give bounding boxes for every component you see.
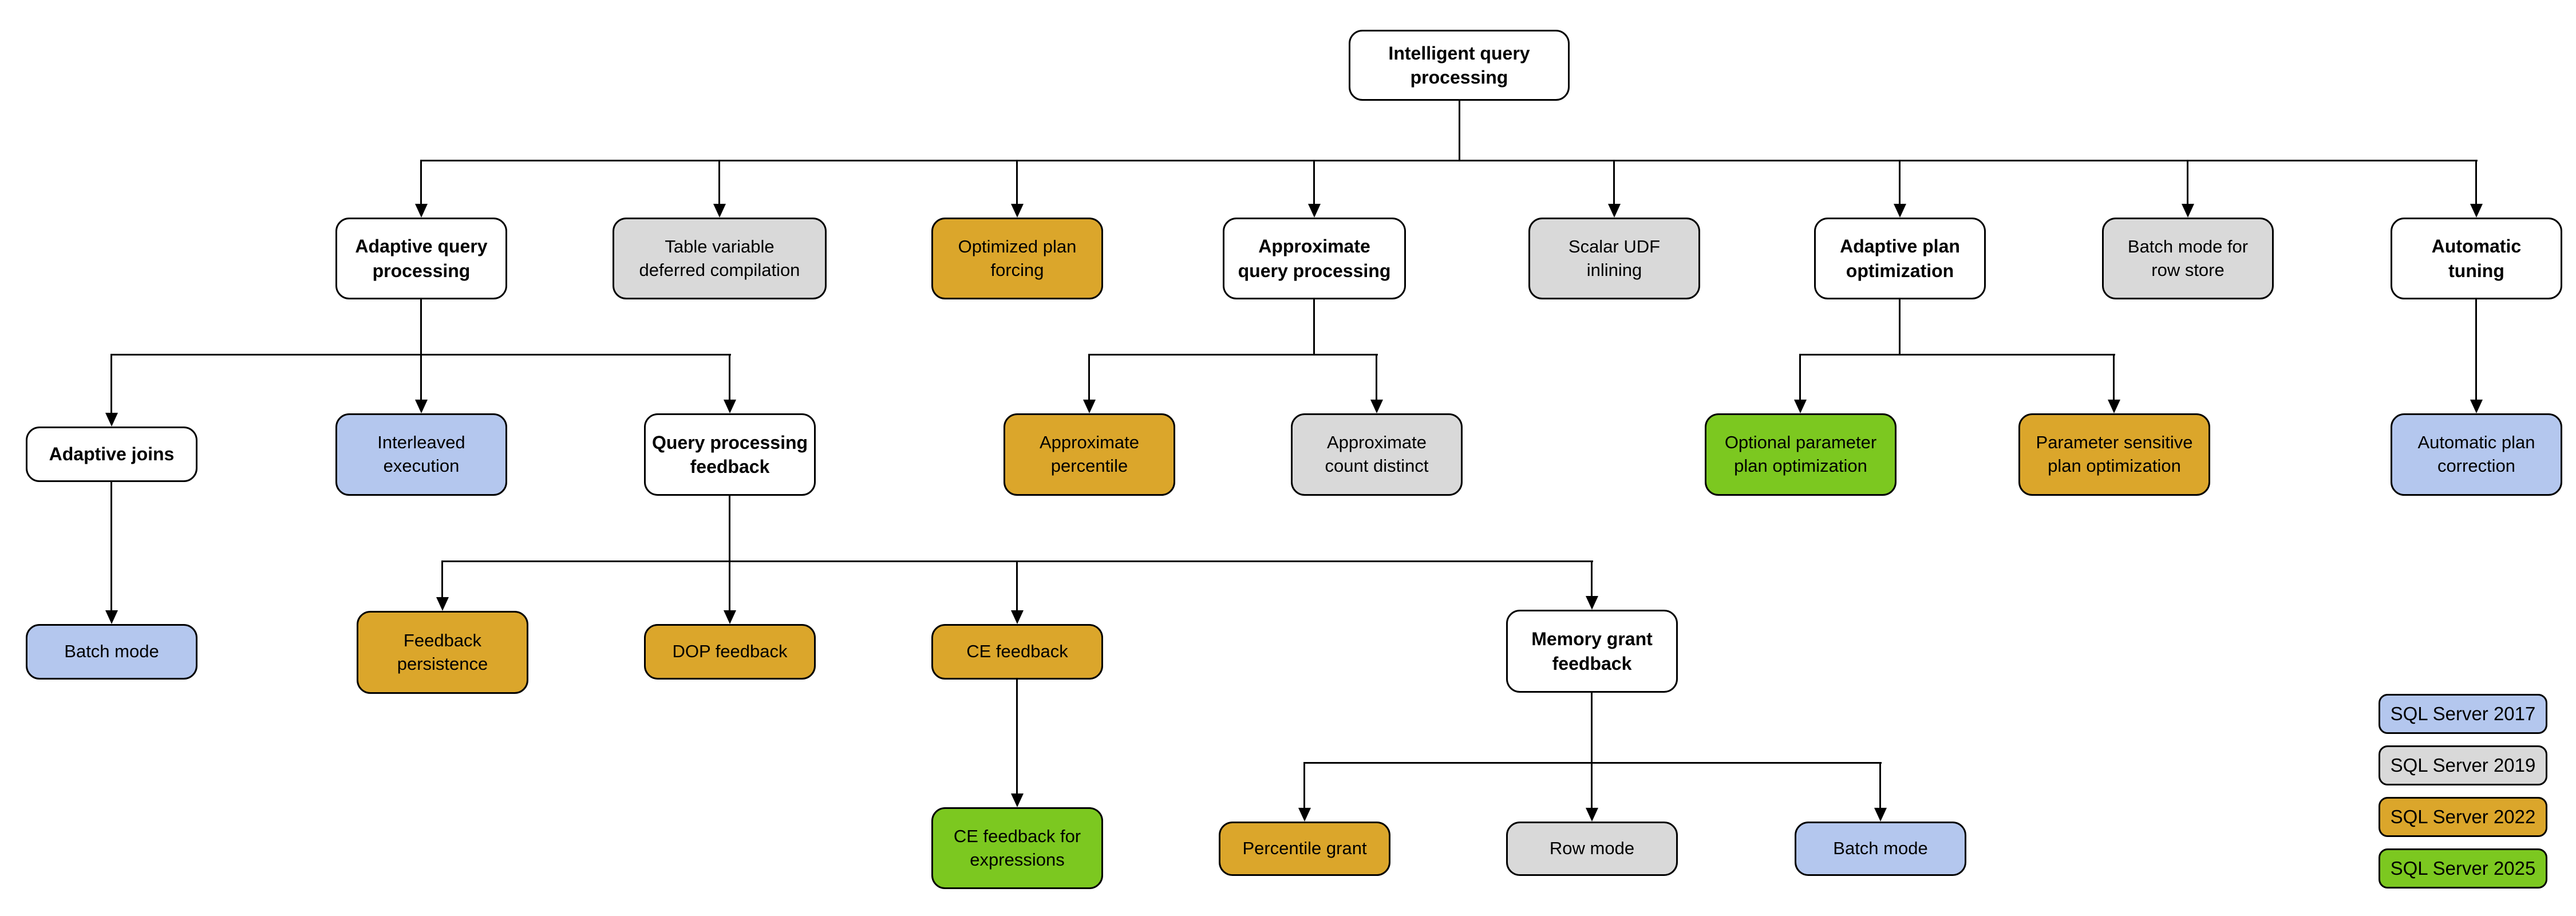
node-batch-mode-memory-grant: Batch mode	[1795, 822, 1966, 876]
legend-item-sql-server-2017: SQL Server 2017	[2379, 694, 2547, 734]
connector-line	[441, 562, 443, 597]
connector-line	[1799, 355, 1801, 402]
connector-line	[1088, 354, 1378, 356]
node-approximate-count-distinct: Approximate count distinct	[1291, 413, 1463, 496]
connector-line	[1313, 160, 1315, 206]
connector-line	[420, 160, 2478, 161]
node-scalar-udf-inlining: Scalar UDF inlining	[1528, 218, 1700, 299]
arrowhead-icon	[1083, 400, 1096, 413]
arrowhead-icon	[2470, 204, 2483, 218]
arrowhead-icon	[415, 400, 428, 413]
node-intelligent-query-processing: Intelligent query processing	[1349, 30, 1570, 101]
node-automatic-tuning: Automatic tuning	[2391, 218, 2562, 299]
node-memory-grant-feedback: Memory grant feedback	[1506, 610, 1678, 693]
node-automatic-plan-correction: Automatic plan correction	[2391, 413, 2562, 496]
arrowhead-icon	[724, 400, 736, 413]
connector-line	[718, 160, 720, 206]
node-row-mode: Row mode	[1506, 822, 1678, 876]
arrowhead-icon	[1608, 204, 1621, 218]
arrowhead-icon	[2108, 400, 2120, 413]
connector-line	[729, 496, 730, 562]
connector-line	[1799, 354, 2115, 356]
legend-item-sql-server-2025: SQL Server 2025	[2379, 848, 2547, 889]
node-ce-feedback: CE feedback	[931, 624, 1103, 680]
legend-item-sql-server-2022: SQL Server 2022	[2379, 797, 2547, 837]
connector-line	[1591, 562, 1593, 596]
connector-line	[729, 355, 730, 402]
arrowhead-icon	[1586, 808, 1598, 822]
arrowhead-icon	[2182, 204, 2194, 218]
connector-line	[441, 560, 1593, 562]
node-dop-feedback: DOP feedback	[644, 624, 816, 680]
node-batch-mode-adaptive-joins: Batch mode	[26, 624, 197, 680]
arrowhead-icon	[1894, 204, 1906, 218]
arrowhead-icon	[1370, 400, 1383, 413]
connector-line	[1016, 160, 1018, 206]
connector-line	[2475, 160, 2477, 206]
node-parameter-sensitive-plan-optimization: Parameter sensitive plan optimization	[2018, 413, 2210, 496]
arrowhead-icon	[1586, 596, 1598, 610]
connector-line	[1591, 763, 1593, 808]
connector-line	[1899, 160, 1901, 206]
arrowhead-icon	[724, 610, 736, 624]
connector-line	[2187, 160, 2188, 206]
arrowhead-icon	[1011, 793, 1024, 807]
connector-line	[1313, 299, 1315, 355]
node-optimized-plan-forcing: Optimized plan forcing	[931, 218, 1103, 299]
arrowhead-icon	[105, 610, 118, 624]
arrowhead-icon	[1308, 204, 1321, 218]
arrowhead-icon	[1874, 808, 1887, 822]
arrowhead-icon	[1794, 400, 1807, 413]
node-adaptive-joins: Adaptive joins	[26, 427, 197, 482]
node-adaptive-query-processing: Adaptive query processing	[335, 218, 507, 299]
arrowhead-icon	[1298, 808, 1311, 822]
node-batch-mode-for-row-store: Batch mode for row store	[2102, 218, 2274, 299]
connector-line	[110, 482, 112, 610]
arrowhead-icon	[436, 597, 449, 611]
node-table-variable-deferred-compilation: Table variable deferred compilation	[613, 218, 827, 299]
connector-line	[1016, 680, 1018, 793]
arrowhead-icon	[2470, 400, 2483, 413]
node-approximate-query-processing: Approximate query processing	[1223, 218, 1406, 299]
arrowhead-icon	[713, 204, 726, 218]
connector-line	[1016, 562, 1018, 610]
node-optional-parameter-plan-optimization: Optional parameter plan optimization	[1705, 413, 1897, 496]
connector-line	[2113, 355, 2115, 402]
node-feedback-persistence: Feedback persistence	[357, 611, 528, 694]
connector-line	[729, 562, 730, 610]
arrowhead-icon	[105, 413, 118, 427]
arrowhead-icon	[1011, 204, 1024, 218]
connector-line	[420, 355, 422, 402]
connector-line	[1613, 160, 1615, 206]
connector-line	[1879, 763, 1881, 808]
connector-line	[1088, 355, 1090, 402]
connector-line	[110, 355, 112, 416]
node-interleaved-execution: Interleaved execution	[335, 413, 507, 496]
connector-line	[1376, 355, 1377, 402]
connector-line	[1591, 693, 1593, 763]
connector-line	[1303, 763, 1305, 808]
node-percentile-grant: Percentile grant	[1219, 822, 1390, 876]
arrowhead-icon	[1011, 610, 1024, 624]
node-approximate-percentile: Approximate percentile	[1003, 413, 1175, 496]
connector-line	[420, 160, 422, 206]
connector-line	[110, 354, 731, 356]
node-ce-feedback-for-expressions: CE feedback for expressions	[931, 807, 1103, 889]
connector-line	[1899, 299, 1901, 355]
connector-line	[1303, 762, 1882, 764]
arrowhead-icon	[415, 204, 428, 218]
connector-line	[2475, 299, 2477, 402]
connector-line	[1459, 101, 1460, 160]
node-adaptive-plan-optimization: Adaptive plan optimization	[1814, 218, 1986, 299]
connector-line	[420, 299, 422, 355]
legend-item-sql-server-2019: SQL Server 2019	[2379, 745, 2547, 785]
node-query-processing-feedback: Query processing feedback	[644, 413, 816, 496]
